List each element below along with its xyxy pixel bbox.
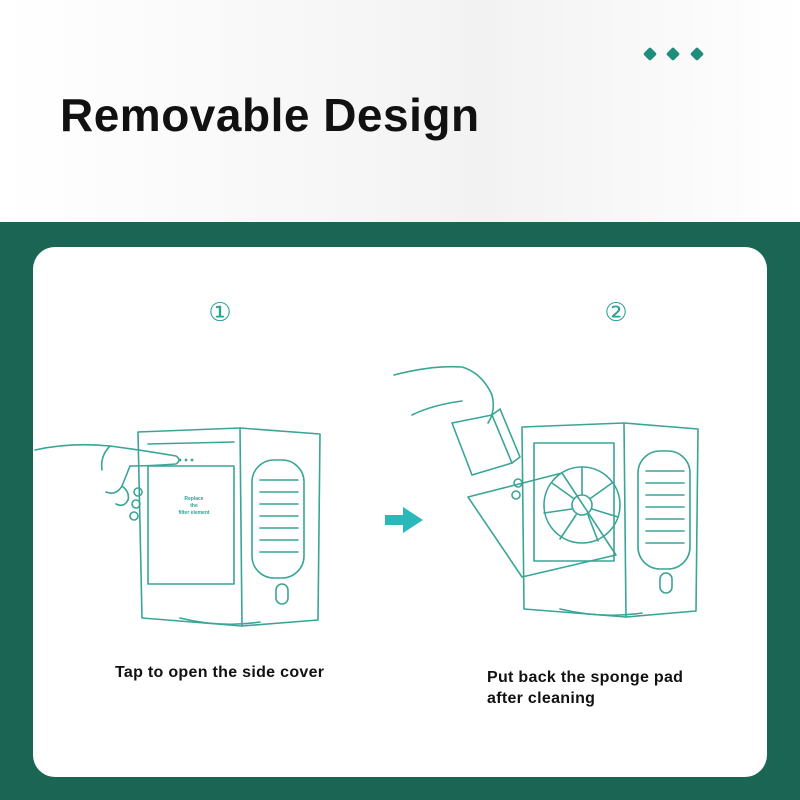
header-area: Removable Design [0,0,800,222]
right-arrow-icon [385,507,423,533]
dot-icon [666,46,681,62]
step-2-illustration [393,365,699,618]
device-screen-label: Replace the filter element [178,496,210,516]
step-2-caption-line-2: after cleaning [487,690,596,707]
step-2-number: ② [604,298,628,328]
step-1-number: ① [208,298,232,328]
instruction-card [33,247,767,777]
dot-icon [689,46,704,62]
page-title: Removable Design [60,89,480,141]
page-dots-icon [642,46,711,62]
step-1-illustration [34,427,321,627]
step-2-caption-line-1: Put back the sponge pad [487,669,684,686]
step-1-caption: Tap to open the side cover [115,664,325,681]
dot-icon [642,46,658,62]
